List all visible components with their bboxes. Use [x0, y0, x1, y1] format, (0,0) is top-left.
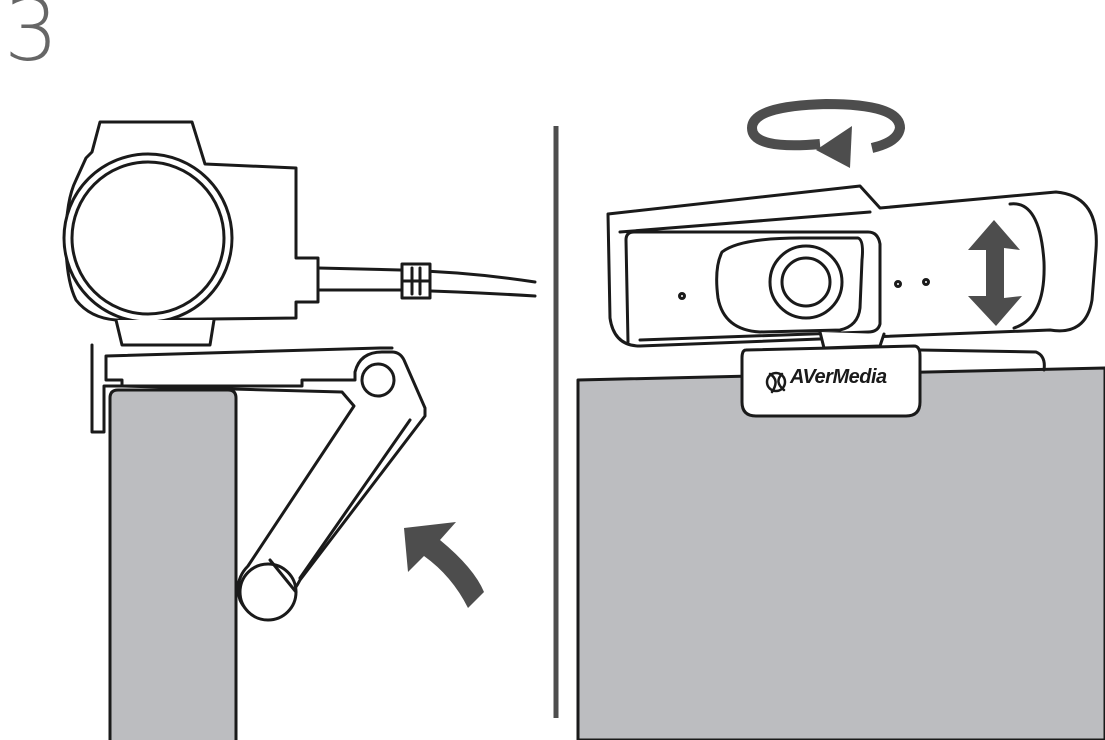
- circular-rotate-arrow-icon: [747, 99, 905, 168]
- brand-logo-text: AVerMedia: [790, 366, 887, 388]
- front-clip: [740, 344, 922, 418]
- avermedia-logo-mark: [765, 371, 787, 394]
- monitor-side-block: [108, 388, 238, 740]
- monitor-front-block: [576, 366, 1105, 740]
- left-panel-side-view: [62, 120, 537, 740]
- vertical-double-arrow-icon: [968, 220, 1022, 326]
- arm-end-knob: [238, 562, 298, 622]
- camera-front-body: [606, 184, 1098, 350]
- right-panel-front-view: [576, 99, 1105, 740]
- hinge-knob: [360, 362, 396, 398]
- camera-side-body: [62, 120, 537, 347]
- clip-arm: [90, 343, 427, 622]
- curved-up-arrow-icon: [404, 522, 484, 608]
- step-number: 3: [4, 0, 59, 81]
